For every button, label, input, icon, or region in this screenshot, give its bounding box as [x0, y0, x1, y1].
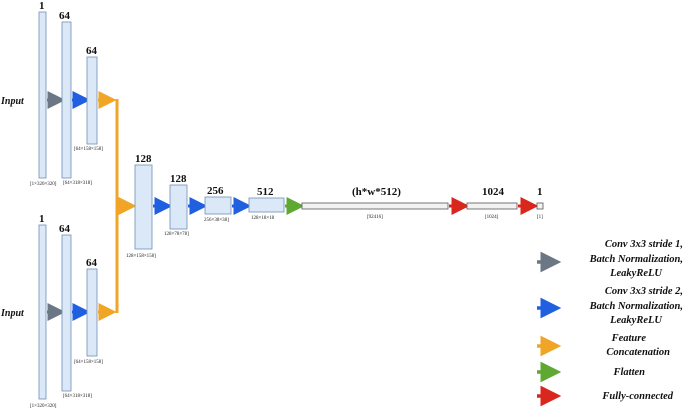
top-conv2-dim: [64×158×158] — [74, 147, 103, 152]
main-block-3 — [204, 196, 232, 215]
top-conv2-block — [86, 56, 98, 145]
legend-flatten-label: Flatten — [612, 367, 645, 378]
top-conv1-block — [61, 21, 72, 179]
concat-connector — [115, 99, 137, 313]
bottom-conv1-dim: [64×318×318] — [63, 394, 92, 399]
top-input-block — [38, 11, 47, 179]
legend-conv-stride1-line1: Conv 3x3 stride 1, — [605, 239, 683, 250]
legend-conv-stride2-line1: Conv 3x3 stride 2, — [605, 286, 683, 297]
legend-item-conv-stride2: Conv 3x3 stride 2, Batch Normalization, … — [537, 286, 683, 326]
top-input-count: 1 — [39, 0, 45, 12]
legend-conv-stride2-line3: LeakyReLU — [609, 315, 663, 326]
main-block-1-count: 128 — [135, 153, 152, 165]
bottom-conv1-block — [61, 234, 72, 392]
bottom-input-label: Input — [0, 308, 25, 319]
main-block-1-dim: 128×158×158] — [126, 254, 156, 259]
main-block-3-dim: 256×38×38] — [204, 218, 229, 223]
bottom-conv2-count: 64 — [86, 257, 98, 269]
legend-conv-stride1-line2: Batch Normalization, — [589, 254, 683, 265]
output-count: 1 — [537, 186, 543, 198]
output-dim: [1] — [537, 215, 543, 220]
flatten-vector-count: (h*w*512) — [352, 186, 401, 198]
flatten-vector — [301, 202, 449, 210]
legend-conv-stride1-line3: LeakyReLU — [609, 268, 663, 279]
main-block-2-count: 128 — [170, 173, 187, 185]
bottom-input-block — [38, 224, 47, 400]
bottom-conv1-count: 64 — [59, 223, 71, 235]
fc-vector-dim: [1024] — [485, 215, 499, 220]
main-block-4-dim: 128×18×18 — [251, 216, 275, 221]
legend-item-flatten: Flatten — [537, 361, 645, 383]
top-branch: Input 1 [1×320×320] 64 [64×318×318] 64 [… — [0, 0, 117, 187]
legend-item-fc: Fully-connected — [537, 385, 674, 407]
bottom-input-dim: [1×320×320] — [30, 404, 57, 409]
legend: Conv 3x3 stride 1, Batch Normalization, … — [537, 239, 683, 407]
flatten-vector-count-text: (h*w*512) — [352, 186, 401, 198]
top-conv1-dim: [64×318×318] — [63, 181, 92, 186]
top-input-dim: [1×320×320] — [30, 182, 57, 187]
legend-concat-line1: Feature — [611, 333, 647, 344]
main-block-1 — [134, 164, 153, 250]
main-block-2 — [169, 184, 188, 230]
flatten-vector-dim: [92416] — [367, 215, 383, 220]
fc-vector — [466, 202, 518, 210]
bottom-input-count: 1 — [39, 213, 45, 225]
bottom-conv2-block — [86, 268, 98, 357]
top-conv1-count: 64 — [59, 10, 71, 22]
bottom-branch: Input 1 [1×320×320] 64 [64×318×318] 64 [… — [0, 213, 117, 409]
bottom-conv2-dim: [64×158×158] — [74, 360, 103, 365]
legend-conv-stride2-line2: Batch Normalization, — [589, 301, 683, 312]
legend-item-concat: Feature Concatenation — [537, 333, 670, 358]
top-input-label: Input — [0, 96, 25, 107]
main-block-4-count: 512 — [257, 186, 274, 198]
fc-vector-count: 1024 — [482, 186, 505, 198]
legend-concat-line2: Concatenation — [606, 347, 670, 358]
legend-item-conv-stride1: Conv 3x3 stride 1, Batch Normalization, … — [537, 239, 683, 279]
output-node — [536, 202, 544, 210]
legend-fc-label: Fully-connected — [601, 391, 673, 402]
main-block-4 — [248, 197, 285, 213]
main-block-2-dim: 128×78×78] — [164, 232, 189, 237]
main-block-3-count: 256 — [207, 185, 224, 197]
dense-layers: (h*w*512) [92416] 1024 [1024] 1 [1] — [301, 186, 544, 220]
main-path: 128 128×158×158] 128 128×78×78] 256 256×… — [126, 153, 305, 259]
top-conv2-count: 64 — [86, 45, 98, 57]
